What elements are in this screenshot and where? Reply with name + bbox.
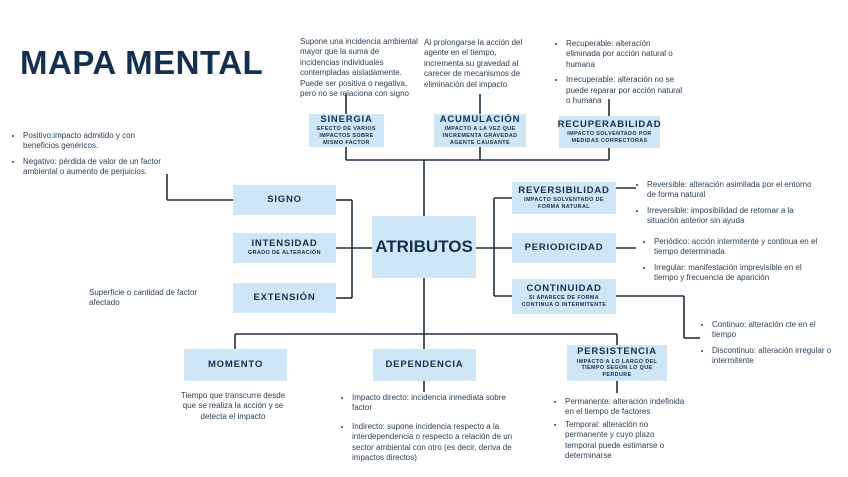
note-reversibilidad: Reversible: alteración asimilada por el …	[638, 180, 822, 232]
note-directo: Impacto directo: incidencia inmediata so…	[352, 393, 527, 414]
node-acumulacion-title: ACUMULACIÓN	[439, 113, 521, 125]
node-continuidad: CONTINUIDAD SI APARECE DE FORMA CONTINUA…	[512, 279, 616, 314]
node-acumulacion-subtitle: IMPACTO A LA VEZ QUE INCREMENTA GRAVEDAD…	[442, 126, 518, 146]
node-extension-title: EXTENSIÓN	[253, 291, 316, 303]
node-continuidad-title: CONTINUIDAD	[526, 283, 602, 295]
note-reversible: Reversible: alteración asimilada por el …	[647, 180, 822, 201]
note-sinergia: Supone una incidencia ambiental mayor qu…	[300, 37, 418, 99]
note-permanente: Permanente: alteración indefinida en el …	[565, 397, 687, 418]
note-continuidad: Continuo: alteración cte en el tiempo Di…	[703, 320, 837, 372]
node-atributos-title: ATRIBUTOS	[375, 236, 473, 256]
note-momento: Tiempo que transcurre desde que se reali…	[180, 391, 286, 421]
note-irreversible: Irreversible: imposibilidad de retornar …	[647, 206, 822, 227]
note-irregular: Irregular: manifestación imprevisible en…	[654, 263, 826, 284]
note-negativo: Negativo: pérdida de valor de un factor …	[23, 157, 163, 178]
node-intensidad-subtitle: GRADO DE ALTERACIÓN	[248, 250, 321, 257]
node-sinergia: SINERGIA EFECTO DE VARIOS IMPACTOS SOBRE…	[309, 114, 384, 147]
node-momento: MOMENTO	[184, 349, 287, 381]
node-reversibilidad-title: REVERSIBILIDAD	[518, 184, 610, 196]
node-recuperabilidad: RECUPERABILIDAD IMPACTO SOLVENTADO POR M…	[557, 116, 662, 148]
node-extension: EXTENSIÓN	[233, 283, 336, 313]
note-recuperable: Recuperable: alteración eliminada por ac…	[566, 39, 686, 70]
node-periodicidad: PERIODICIDAD	[512, 233, 616, 263]
node-recuperabilidad-title: RECUPERABILIDAD	[557, 118, 662, 130]
note-continuo: Continuo: alteración cte en el tiempo	[712, 320, 837, 341]
node-dependencia-title: DEPENDENCIA	[385, 358, 464, 370]
node-sinergia-title: SINERGIA	[320, 113, 373, 125]
node-reversibilidad: REVERSIBILIDAD IMPACTO SOLVENTADO DE FOR…	[512, 182, 616, 214]
node-continuidad-subtitle: SI APARECE DE FORMA CONTINUA O INTERMITE…	[521, 295, 607, 309]
node-persistencia-title: PERSISTENCIA	[577, 346, 657, 358]
node-acumulacion: ACUMULACIÓN IMPACTO A LA VEZ QUE INCREME…	[434, 114, 526, 147]
note-periodico: Periódico: acción intermitente y continu…	[654, 237, 826, 258]
node-persistencia-subtitle: IMPACTO A LO LARGO DEL TIEMPO SEGÚN LO Q…	[576, 358, 658, 379]
note-recuperabilidad: Recuperable: alteración eliminada por ac…	[557, 39, 686, 111]
node-dependencia: DEPENDENCIA	[373, 349, 476, 381]
node-persistencia: PERSISTENCIA IMPACTO A LO LARGO DEL TIEM…	[567, 345, 667, 381]
note-extension: Superficie o cantidad de factor afectado	[89, 288, 198, 308]
note-persistencia: Permanente: alteración indefinida en el …	[556, 397, 687, 466]
node-momento-title: MOMENTO	[207, 358, 264, 370]
node-signo: SIGNO	[233, 185, 336, 215]
note-positivo: Positivo:impacto admitido y con benefici…	[23, 131, 163, 152]
node-signo-title: SIGNO	[267, 193, 302, 205]
note-periodicidad: Periódico: acción intermitente y continu…	[645, 237, 826, 289]
note-discontinuo: Discontinuo: alteración irregular o inte…	[712, 346, 837, 367]
node-reversibilidad-subtitle: IMPACTO SOLVENTADO DE FORMA NATURAL	[524, 196, 604, 210]
note-signo: Positivo:impacto admitido y con benefici…	[14, 131, 163, 183]
node-intensidad: INTENSIDAD GRADO DE ALTERACIÓN	[233, 233, 336, 263]
page-title: MAPA MENTAL	[20, 44, 264, 81]
note-indirecto: Indirecto: supone incidencia respecto a …	[352, 422, 527, 464]
note-dependencia: Impacto directo: incidencia inmediata so…	[343, 393, 527, 468]
note-temporal: Temporal: alteración no permanente y cuy…	[565, 420, 687, 462]
node-atributos: ATRIBUTOS	[372, 216, 476, 278]
note-irrecuperable: Irrecuperable: alteración no se puede re…	[566, 75, 686, 106]
note-acumulacion: Al prolongarse la acción del agente en e…	[424, 38, 523, 89]
node-intensidad-title: INTENSIDAD	[251, 237, 318, 249]
node-sinergia-subtitle: EFECTO DE VARIOS IMPACTOS SOBRE MISMO FA…	[317, 126, 376, 146]
node-periodicidad-title: PERIODICIDAD	[524, 241, 604, 253]
node-recuperabilidad-subtitle: IMPACTO SOLVENTADO POR MEDIDAS CORRECTOR…	[567, 130, 652, 144]
